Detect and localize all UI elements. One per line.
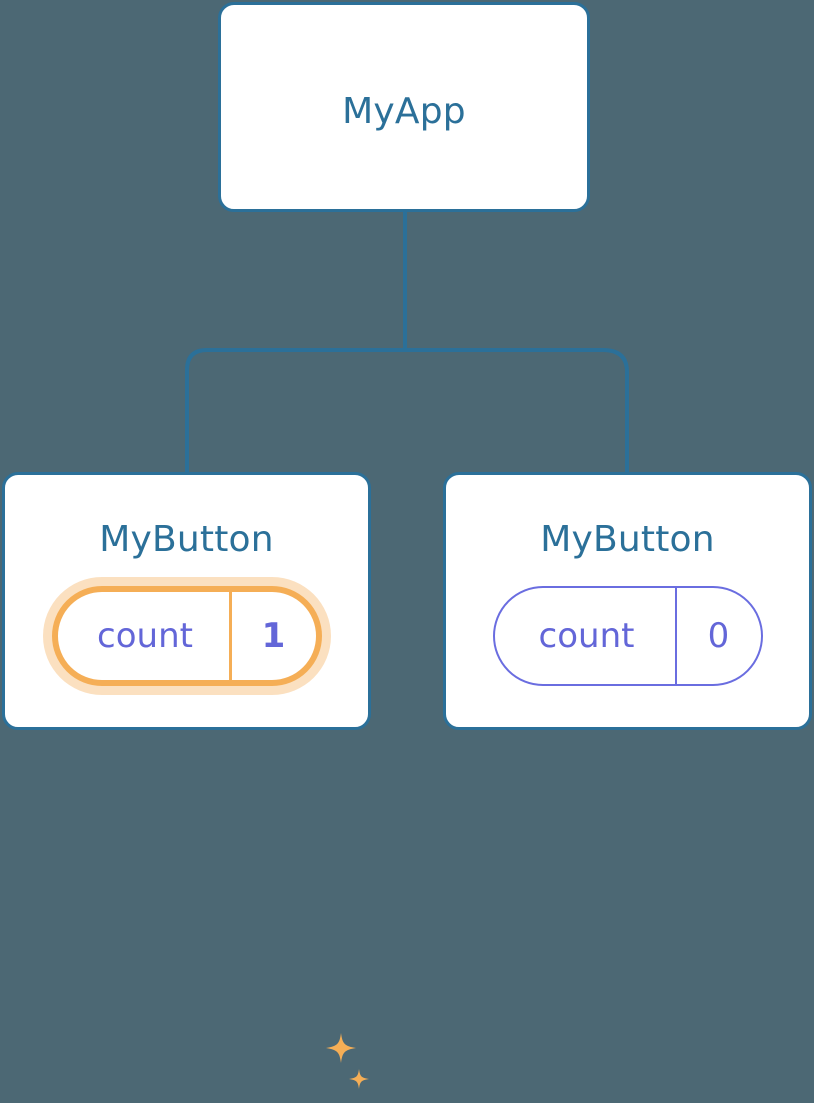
state-key-1: count <box>97 616 193 656</box>
node-title-root: MyApp <box>342 91 466 132</box>
node-card-root[interactable]: MyApp <box>218 2 590 212</box>
state-pill-highlighted[interactable]: count 1 <box>51 586 322 686</box>
state-value-1: 1 <box>261 616 286 656</box>
state-pill-divider-2 <box>674 588 677 684</box>
connector-branches <box>185 348 629 472</box>
state-pill-divider-1 <box>228 592 232 680</box>
state-pill-normal[interactable]: count 0 <box>492 586 763 686</box>
sparkle-group <box>326 1033 369 1089</box>
state-pill-wrapper-2: count 0 <box>492 586 763 686</box>
sparkle-small-icon <box>349 1069 369 1089</box>
state-pill-wrapper-1: count 1 <box>51 586 322 686</box>
connector-lines <box>185 212 629 472</box>
node-title-mybutton-2: MyButton <box>540 519 715 560</box>
node-title-mybutton-1: MyButton <box>99 519 274 560</box>
node-card-mybutton-1[interactable]: MyButton count 1 <box>2 472 371 1089</box>
state-key-2: count <box>538 616 635 656</box>
state-value-2: 0 <box>707 616 730 656</box>
sparkle-large-icon <box>326 1033 356 1063</box>
node-card-mybutton-2[interactable]: MyButton count 0 <box>443 472 812 730</box>
